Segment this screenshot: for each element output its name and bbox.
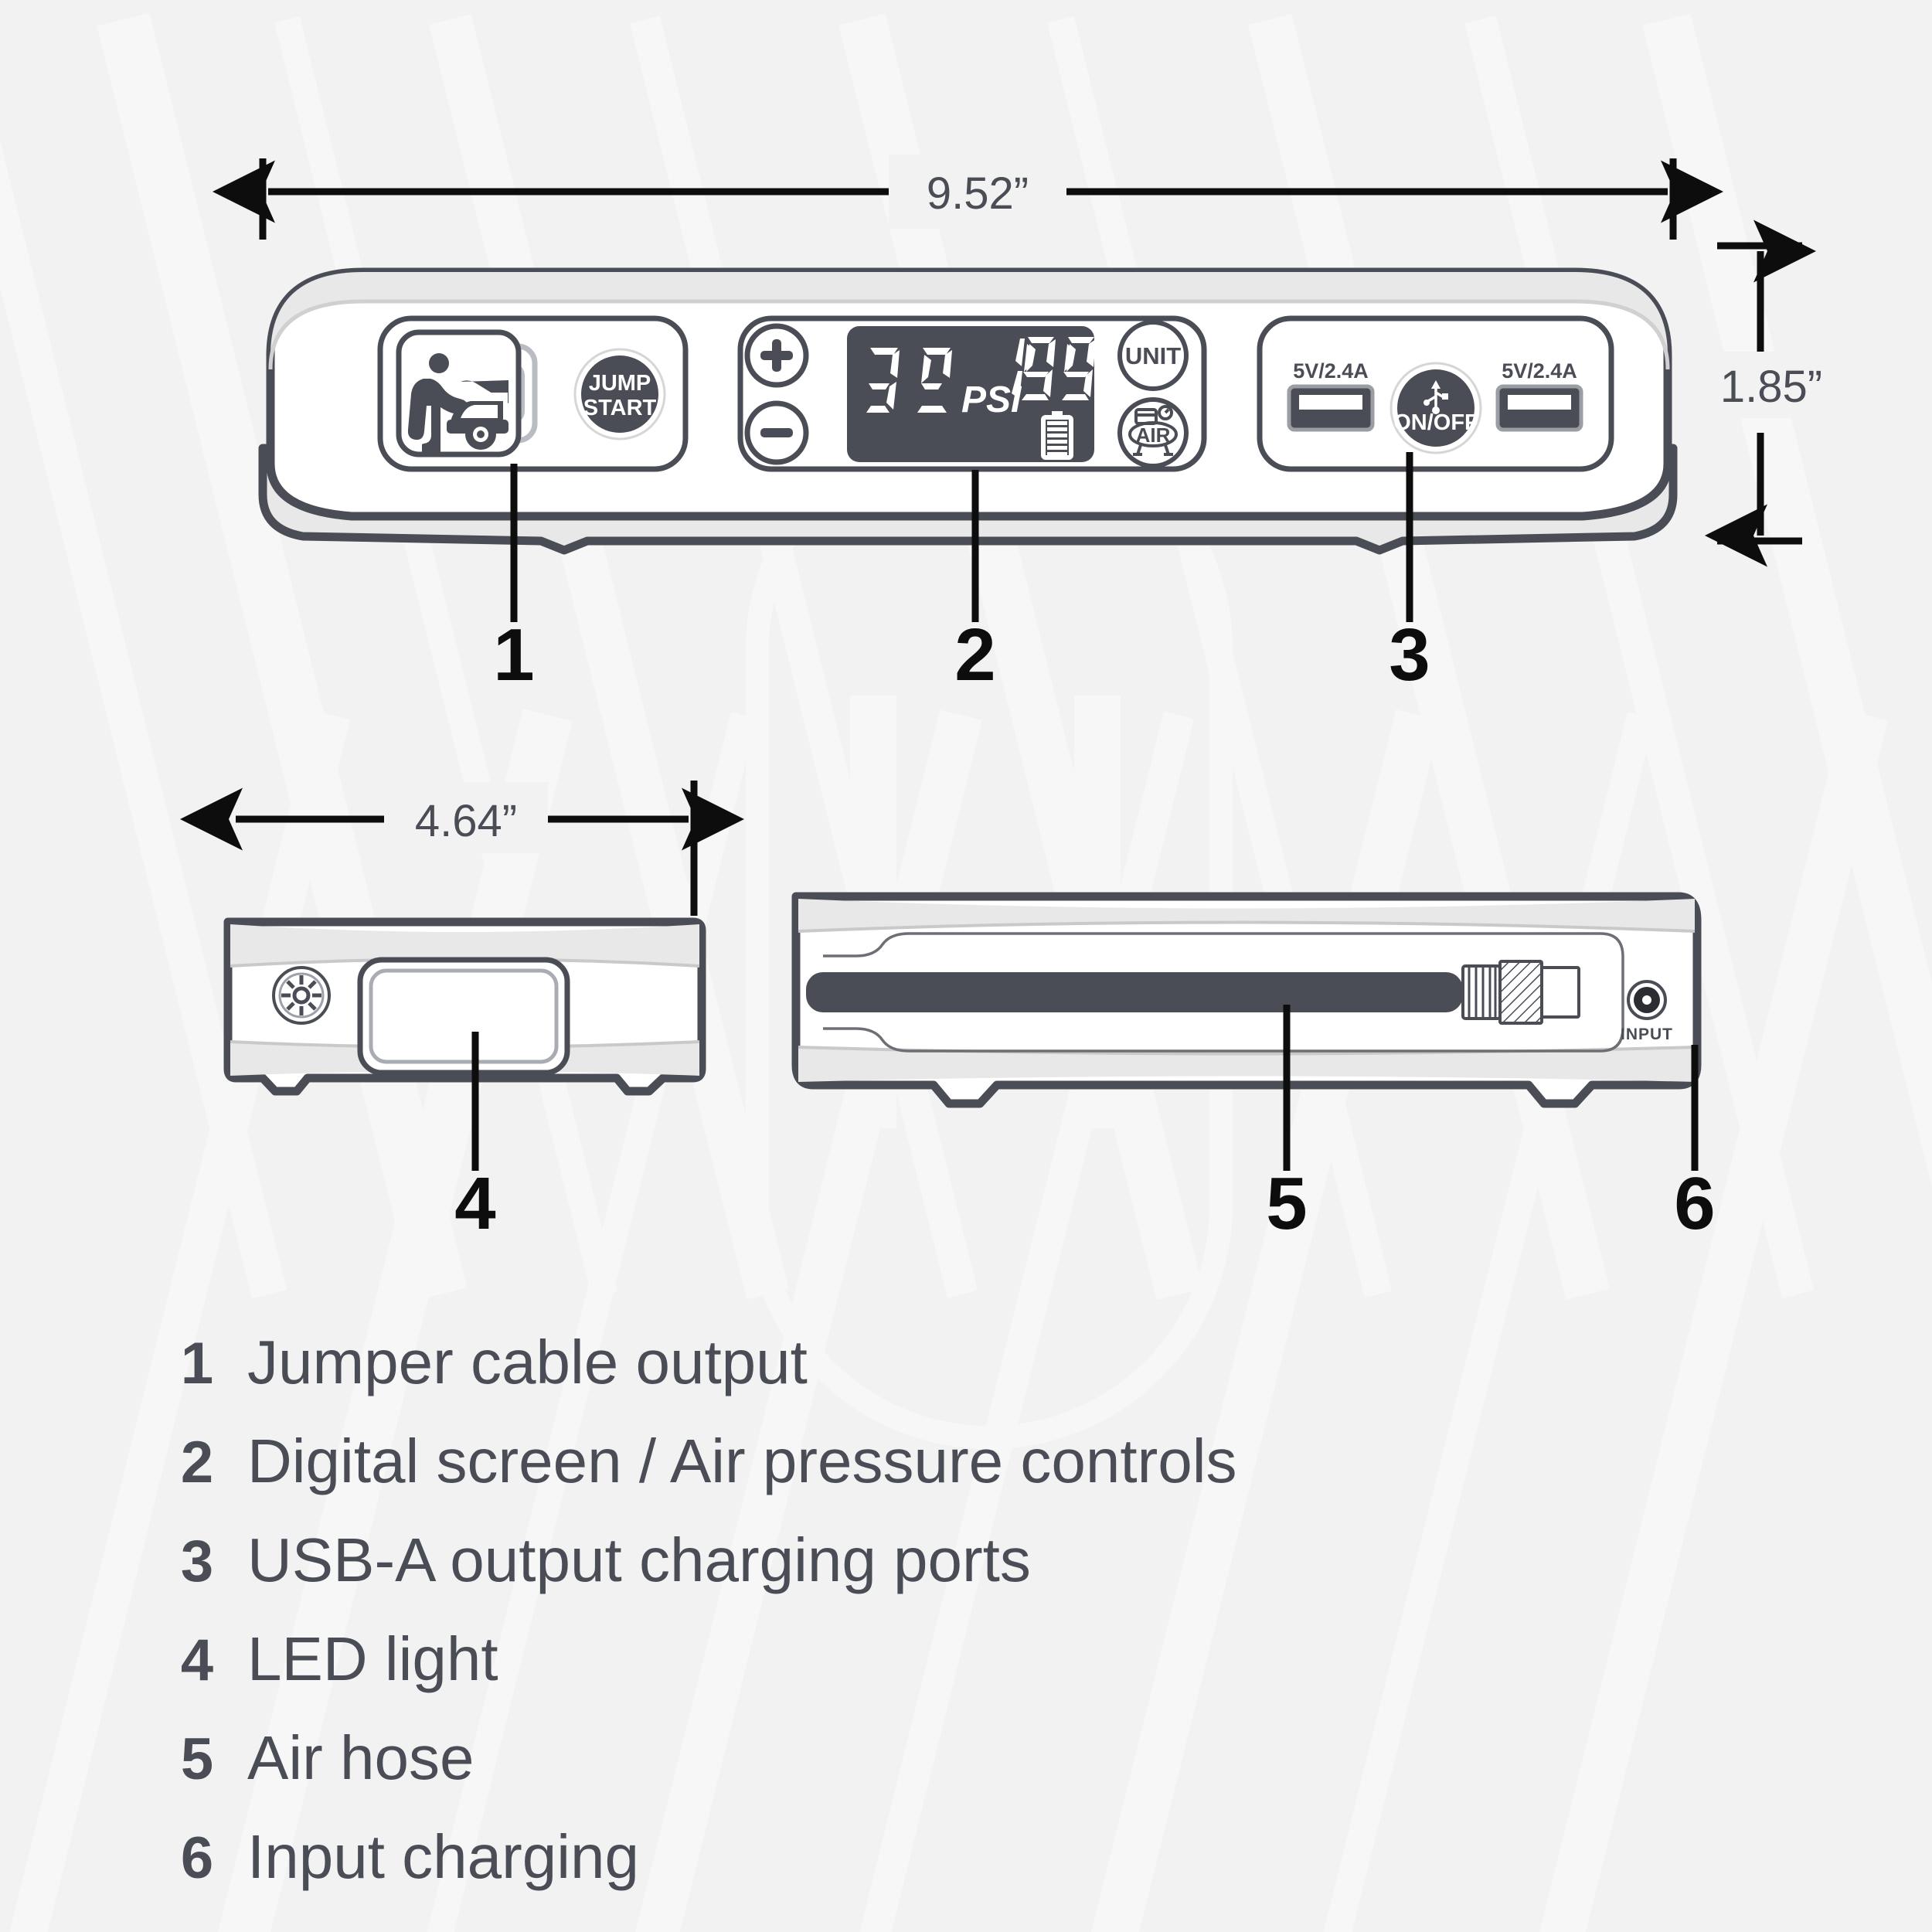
- usb-icon: [1423, 380, 1448, 414]
- usb-left-label: 5V/2.4A: [1293, 359, 1369, 383]
- dimension-width: 9.52”: [213, 155, 1723, 240]
- dimension-depth: 4.64”: [180, 781, 744, 916]
- top-view-rim: [270, 272, 1668, 369]
- hose-nozzle: [1461, 960, 1580, 1025]
- legend-item-1-label: Jumper cable output: [247, 1328, 808, 1396]
- legend-item-6: 6 Input charging: [181, 1822, 639, 1891]
- dimension-width-label: 9.52”: [927, 168, 1029, 219]
- device-top-view: JUMP START: [258, 267, 1678, 555]
- air-compressor-icon: [1128, 405, 1178, 456]
- pressure-decrease-button[interactable]: [744, 400, 809, 465]
- device-rear-view: INPUT: [791, 892, 1702, 1108]
- usb-right-label: 5V/2.4A: [1502, 359, 1577, 383]
- side-view-top-shade: [230, 924, 699, 966]
- power-button[interactable]: ON/OFF: [1389, 362, 1482, 454]
- input-port-label: INPUT: [1621, 1026, 1673, 1043]
- callout-1-number: 1: [493, 614, 534, 696]
- legend-item-6-label: Input charging: [247, 1822, 639, 1891]
- legend-item-3-number: 3: [181, 1529, 213, 1594]
- callout-6: 6: [1674, 1045, 1716, 1245]
- lcd-pressure-digits: [866, 348, 952, 413]
- hose-recess: [823, 932, 1624, 1053]
- callout-2-number: 2: [954, 614, 995, 696]
- legend-item-1-number: 1: [181, 1331, 213, 1396]
- legend-item-4-label: LED light: [247, 1624, 498, 1693]
- rear-view-bottom-shade: [798, 1047, 1695, 1082]
- unit-button[interactable]: UNIT: [1117, 320, 1189, 391]
- power-button-label: ON/OFF: [1393, 410, 1478, 435]
- jump-start-line2: START: [583, 396, 657, 420]
- legend-item-2-label: Digital screen / Air pressure controls: [247, 1427, 1237, 1495]
- callout-4: 4: [454, 1032, 496, 1245]
- unit-button-label: UNIT: [1125, 342, 1181, 369]
- callout-5: 5: [1266, 1005, 1308, 1245]
- callout-4-number: 4: [454, 1162, 495, 1245]
- pressure-increase-button[interactable]: [744, 323, 809, 388]
- legend-item-5-label: Air hose: [247, 1723, 474, 1792]
- usb-panel[interactable]: 5V/2.4A ON/OFF: [1257, 315, 1614, 472]
- legend-list: 1 Jumper cable output 2 Digital screen /…: [181, 1328, 1237, 1891]
- lcd-battery-unit: %: [1096, 383, 1122, 415]
- dimension-depth-label: 4.64”: [415, 796, 517, 846]
- callout-3-number: 3: [1389, 614, 1430, 696]
- air-button[interactable]: AIR: [1117, 397, 1189, 468]
- input-charging-port[interactable]: INPUT: [1621, 980, 1673, 1043]
- legend-item-1: 1 Jumper cable output: [181, 1328, 808, 1396]
- legend-item-3: 3 USB-A output charging ports: [181, 1526, 1031, 1594]
- legend-item-2: 2 Digital screen / Air pressure controls: [181, 1427, 1237, 1495]
- callout-2: 2: [954, 470, 996, 696]
- dimension-height-label: 1.85”: [1720, 362, 1822, 412]
- callout-6-number: 6: [1674, 1162, 1715, 1245]
- device-side-view: [223, 917, 706, 1096]
- lcd-battery-digits: [1012, 337, 1096, 400]
- lcd-pressure-unit: PSI: [961, 379, 1022, 420]
- legend-item-6-number: 6: [181, 1825, 213, 1891]
- usb-port-left[interactable]: [1287, 384, 1375, 432]
- callout-3: 3: [1389, 452, 1430, 696]
- air-button-label: AIR: [1136, 423, 1171, 447]
- usb-port-right[interactable]: [1495, 384, 1583, 432]
- jump-start-button[interactable]: JUMP START: [573, 348, 666, 440]
- legend-item-3-label: USB-A output charging ports: [247, 1526, 1031, 1594]
- legend-item-4: 4 LED light: [181, 1624, 498, 1693]
- callout-5-number: 5: [1266, 1162, 1307, 1245]
- legend-item-2-number: 2: [181, 1430, 213, 1495]
- air-hose: [806, 972, 1463, 1012]
- legend-item-5-number: 5: [181, 1726, 213, 1792]
- led-sun-icon: [272, 966, 331, 1025]
- car-jumpstart-icon: [407, 353, 509, 455]
- screen-panel[interactable]: PSI: [737, 315, 1207, 472]
- dimension-height: 1.85”: [1702, 219, 1842, 567]
- jumper-cable-panel[interactable]: JUMP START: [377, 315, 689, 472]
- legend-item-4-number: 4: [181, 1628, 213, 1693]
- lcd-screen: PSI: [847, 326, 1122, 462]
- legend-item-5: 5 Air hose: [181, 1723, 474, 1792]
- led-light-panel[interactable]: [357, 957, 570, 1076]
- callout-1: 1: [493, 464, 535, 696]
- jump-start-line1: JUMP: [589, 371, 651, 396]
